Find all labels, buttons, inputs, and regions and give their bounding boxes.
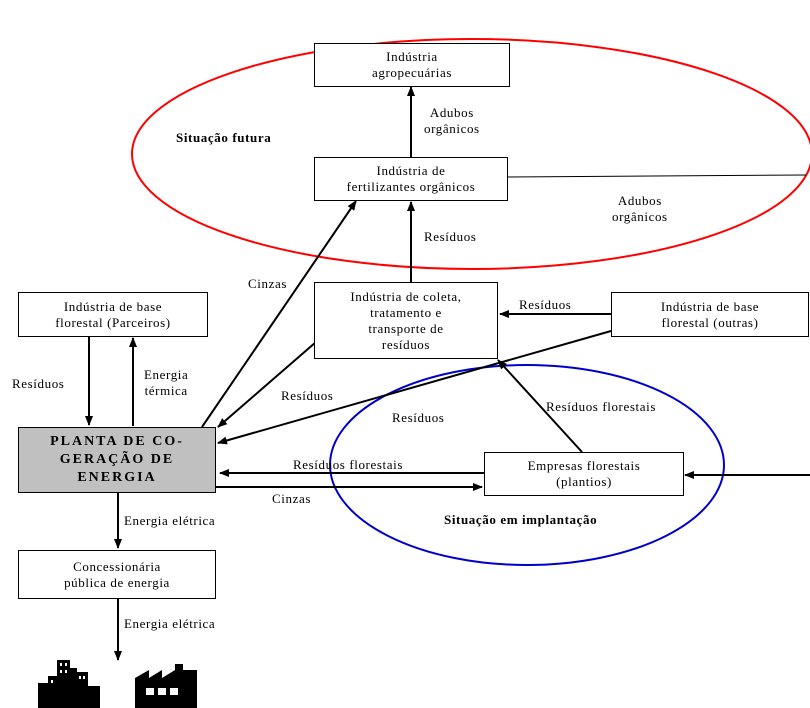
flow-label-residuos-florestais-up: Resíduos florestais <box>546 399 656 414</box>
flow-label-energia-eletrica-2: Energia elétrica <box>124 616 216 631</box>
arrow-coleta-to-planta <box>217 341 317 428</box>
flow-label-residuos-florestais-left: Resíduos florestais <box>293 457 403 472</box>
node-industria-fertilizantes[interactable]: Indústria de fertilizantes orgânicos <box>314 157 508 201</box>
situacao-futura-region <box>131 38 810 270</box>
node-industria-coleta[interactable]: Indústria de coleta, tratamento e transp… <box>314 282 498 359</box>
node-base-florestal-outras[interactable]: Indústria de base florestal (outras) <box>611 292 809 337</box>
line-fert-to-right <box>506 174 807 178</box>
situacao-implantacao-region <box>329 364 725 566</box>
flow-label-adubos-fert-agro: Adubos orgânicos <box>424 105 480 136</box>
node-label: Indústria de base florestal (outras) <box>660 298 760 330</box>
situacao-futura-label: Situação futura <box>176 130 272 145</box>
flow-label-residuos-outras-coleta: Resíduos <box>519 297 572 312</box>
node-industria-agropecuarias[interactable]: Indústria agropecuárias <box>314 43 510 87</box>
node-label: Empresas florestais (plantios) <box>527 458 641 489</box>
arrow-empresas-to-coleta <box>497 359 583 453</box>
flow-label-energia-termica: Energia térmica <box>144 367 189 398</box>
factory-icon <box>135 664 197 708</box>
flow-label-residuos-diagonal: Resíduos <box>392 410 445 425</box>
arrow-planta-to-fert <box>201 200 357 428</box>
node-label: Concessionária pública de energia <box>64 558 170 590</box>
flow-label-residuos-parc: Resíduos <box>12 376 65 391</box>
flow-label-cinzas-bottom: Cinzas <box>272 491 311 506</box>
flow-label-energia-eletrica-1: Energia elétrica <box>124 513 216 528</box>
node-empresas-florestais[interactable]: Empresas florestais (plantios) <box>484 452 684 496</box>
flow-label-cinzas-top: Cinzas <box>248 276 287 291</box>
flow-label-residuos-coleta-fert: Resíduos <box>424 229 477 244</box>
city-buildings-icon <box>38 660 100 708</box>
flow-label-residuos-coleta-planta: Resíduos <box>281 388 334 403</box>
node-concessionaria[interactable]: Concessionária pública de energia <box>18 550 216 599</box>
flow-label-adubos-right: Adubos orgânicos <box>612 193 668 224</box>
node-label: Indústria de fertilizantes orgânicos <box>346 163 476 194</box>
node-planta-cogeracao[interactable]: PLANTA DE CO- GERAÇÃO DE ENERGIA <box>18 427 216 493</box>
node-label: Indústria de base florestal (Parceiros) <box>55 298 171 330</box>
node-label: PLANTA DE CO- GERAÇÃO DE ENERGIA <box>50 434 184 485</box>
situacao-implantacao-label: Situação em implantação <box>444 512 598 527</box>
node-label: Indústria agropecuárias <box>372 49 452 80</box>
arrow-outras-to-planta <box>217 330 612 445</box>
node-base-florestal-parceiros[interactable]: Indústria de base florestal (Parceiros) <box>18 292 208 337</box>
node-label: Indústria de coleta, tratamento e transp… <box>350 288 462 352</box>
